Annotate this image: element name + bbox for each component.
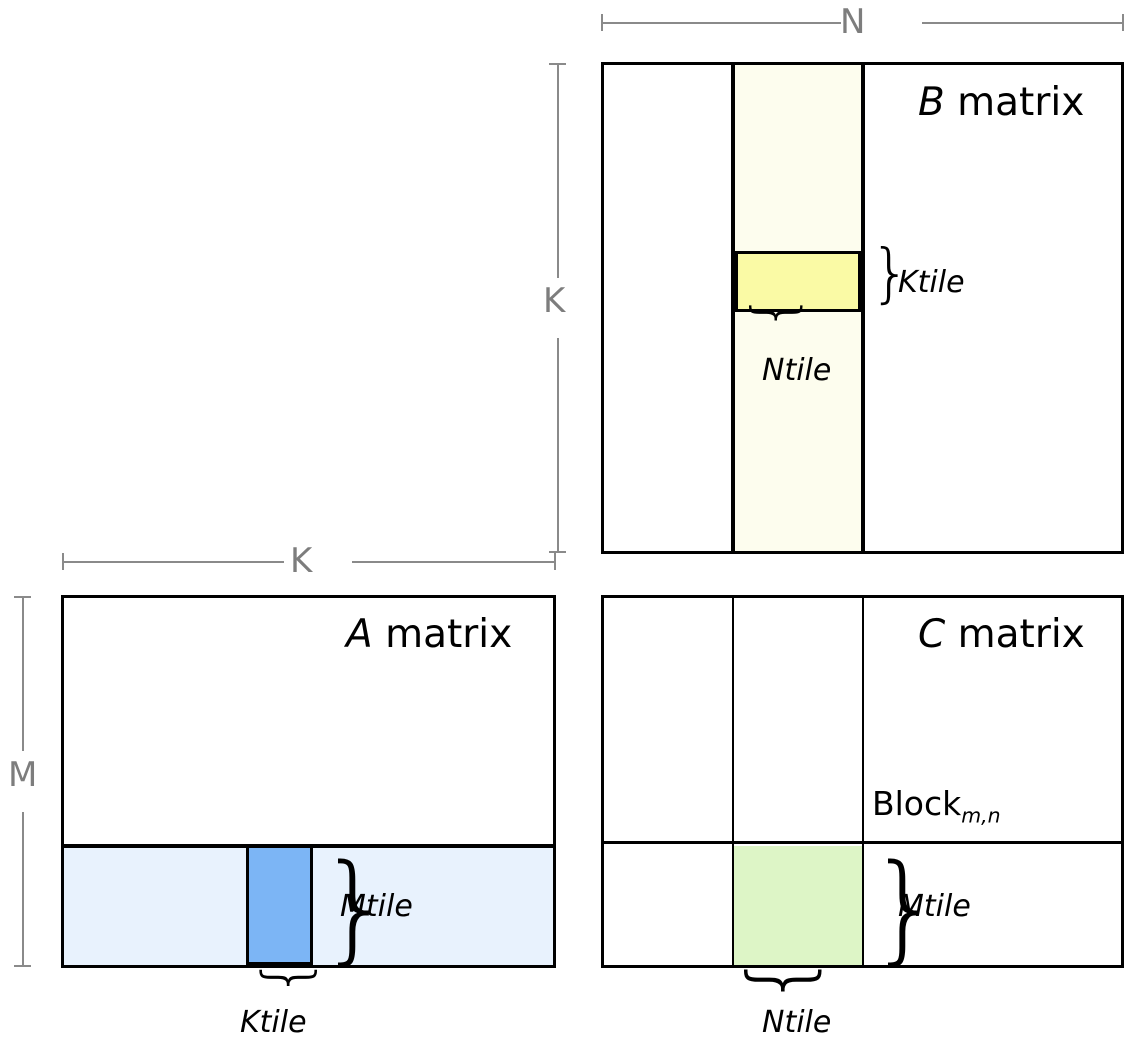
dimension-n-cap-left <box>601 14 603 31</box>
matrix-c-title: C matrix <box>918 615 1085 654</box>
matrix-a-title-symbol: A <box>346 612 373 657</box>
dimension-k-horizontal-label: K <box>290 541 313 581</box>
matrix-c-divider-right <box>862 598 864 965</box>
matrix-b-ntile-label: Ntile <box>762 353 832 388</box>
matrix-b-stripe-right-border <box>861 65 865 551</box>
matrix-c-ntile-brace: } <box>737 955 836 1009</box>
matrix-a-title-word: matrix <box>372 612 513 657</box>
matrix-b-ktile-brace: } <box>870 237 911 311</box>
matrix-b-ktile-ntile-tile <box>735 251 861 312</box>
dimension-k-vertical-cap-bottom <box>549 551 566 553</box>
matrix-a-ktile-brace: } <box>254 959 328 999</box>
dimension-m-label: M <box>8 755 38 795</box>
matrix-a-mtile-brace: } <box>318 838 394 976</box>
matrix-b-ntile-brace: } <box>744 295 813 333</box>
matrix-b-ktile-label: Ktile <box>898 265 965 300</box>
matrix-c-mtile-label: Mtile <box>898 889 971 924</box>
matrix-b-title: B matrix <box>918 83 1084 122</box>
dimension-m-line-bottom <box>22 812 24 967</box>
dimension-k-vertical-line-top <box>557 63 559 278</box>
dimension-k-horizontal-line-right <box>352 561 556 563</box>
dimension-k-vertical-cap-top <box>549 63 566 65</box>
dimension-k-horizontal-cap-right <box>554 553 556 570</box>
matrix-b-title-symbol: B <box>918 80 945 125</box>
matrix-a-title: A matrix <box>346 615 512 654</box>
matrix-c-block-label-base: Block <box>872 784 962 823</box>
dimension-k-horizontal-cap-left <box>62 553 64 570</box>
dimension-m-cap-top <box>14 596 31 598</box>
dimension-k-vertical-label: K <box>543 281 566 321</box>
matrix-c-title-word: matrix <box>945 612 1085 657</box>
matrix-c-title-symbol: C <box>918 612 946 657</box>
matrix-b-title-word: matrix <box>944 80 1085 125</box>
dimension-k-horizontal-line-left <box>62 561 284 563</box>
matrix-c-mtile-ntile-tile <box>734 846 862 965</box>
dimension-m-line-top <box>22 596 24 751</box>
matrix-c-ntile-label: Ntile <box>762 1005 832 1040</box>
matrix-c-divider-horizontal <box>604 841 1121 844</box>
matrix-c-block-label-subscript: m,n <box>961 803 1001 828</box>
matrix-a-mtile-label: Mtile <box>340 889 413 924</box>
dimension-k-vertical-line-bottom <box>557 338 559 553</box>
dimension-n-line-right <box>922 22 1124 24</box>
dimension-n-cap-right <box>1122 14 1124 31</box>
dimension-n-label: N <box>840 2 866 42</box>
matrix-c-block-label: Blockm,n <box>872 787 1001 826</box>
matrix-c-divider-left <box>732 598 734 965</box>
dimension-m-cap-bottom <box>14 965 31 967</box>
matrix-a-mtile-ktile-tile <box>246 845 313 965</box>
matrix-c-mtile-brace: } <box>868 838 944 976</box>
dimension-n-line-left <box>601 22 841 24</box>
matrix-a-ktile-label: Ktile <box>240 1005 307 1040</box>
matrix-b-stripe-left-border <box>731 65 735 551</box>
